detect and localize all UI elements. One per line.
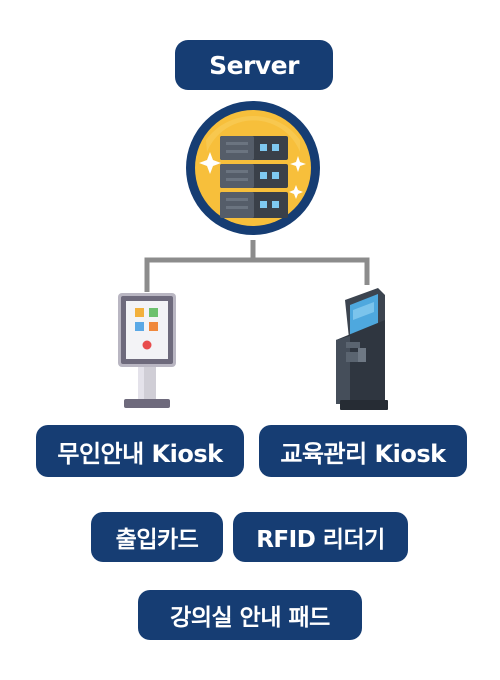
info-kiosk-label: 무인안내 Kiosk bbox=[36, 425, 244, 477]
rfid-reader-label: RFID 리더기 bbox=[233, 512, 408, 562]
classroom-pad-label: 강의실 안내 패드 bbox=[138, 590, 362, 640]
access-card-label: 출입카드 bbox=[91, 512, 223, 562]
connector-right bbox=[253, 257, 370, 285]
server-label: Server bbox=[175, 40, 333, 90]
education-kiosk-label: 교육관리 Kiosk bbox=[259, 425, 467, 477]
connector-left bbox=[144, 240, 256, 292]
